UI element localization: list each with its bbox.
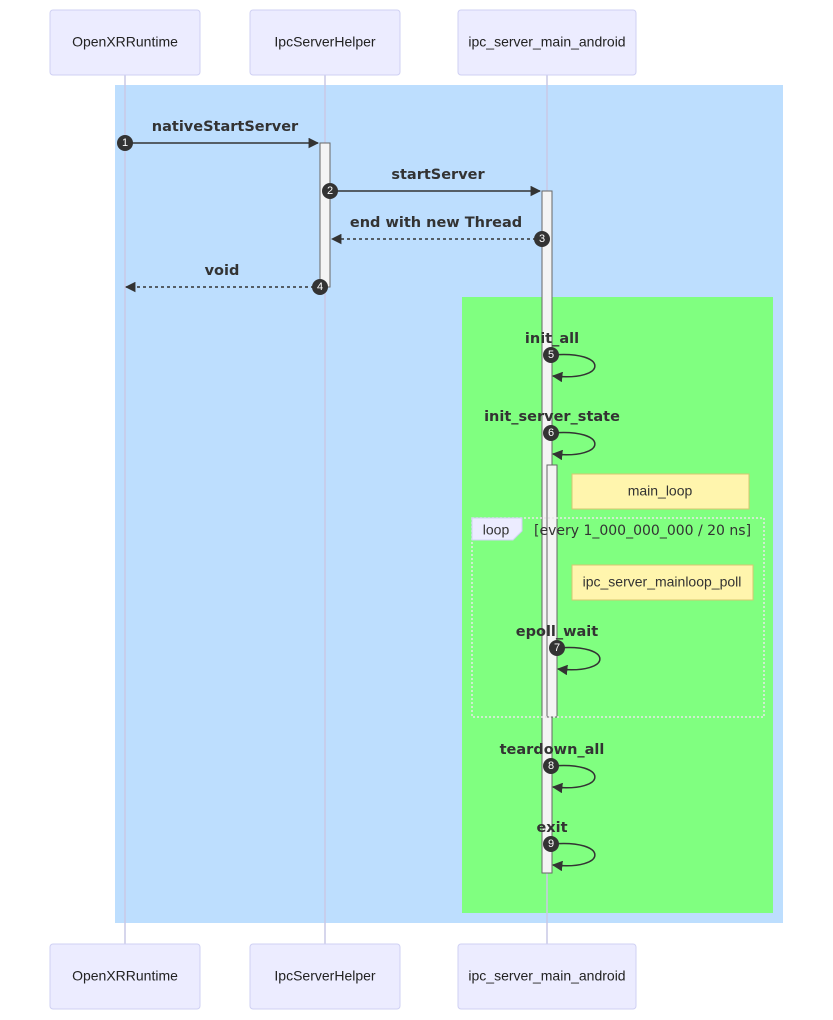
actor-label: ipc_server_main_android <box>468 968 625 984</box>
actor-helper-top[interactable]: IpcServerHelper <box>249 9 401 76</box>
message-1: nativeStartServer 1 <box>117 119 320 151</box>
message-2: startServer 2 <box>322 167 542 199</box>
message-6: init_server_state 6 <box>484 409 620 461</box>
actor-main-bottom[interactable]: ipc_server_main_android <box>457 943 637 1010</box>
message-9: exit 9 <box>536 820 596 872</box>
activation-main-loop <box>546 464 558 718</box>
message-label: init_server_state <box>484 409 620 425</box>
sequence-number: 3 <box>539 233 545 245</box>
message-5: init_all 5 <box>525 331 596 383</box>
sequence-number: 9 <box>548 838 554 850</box>
message-8: teardown_all 8 <box>500 742 605 794</box>
sequence-number: 4 <box>317 281 323 293</box>
actor-label: OpenXRRuntime <box>72 968 178 984</box>
actor-label: IpcServerHelper <box>274 968 375 984</box>
message-4: void 4 <box>124 263 328 295</box>
message-label: void <box>205 263 240 279</box>
message-label: end with new Thread <box>350 215 522 231</box>
actor-label: ipc_server_main_android <box>468 34 625 50</box>
inner-rect-region <box>462 297 773 913</box>
note-main-loop: main_loop <box>571 473 750 510</box>
sequence-number: 5 <box>548 349 554 361</box>
actor-helper-bottom[interactable]: IpcServerHelper <box>249 943 401 1010</box>
sequence-number: 1 <box>122 137 128 149</box>
message-label: startServer <box>391 167 485 183</box>
note-text: main_loop <box>628 483 693 499</box>
actor-main-top[interactable]: ipc_server_main_android <box>457 9 637 76</box>
message-label: epoll_wait <box>516 624 599 640</box>
actor-openxr-top[interactable]: OpenXRRuntime <box>49 9 201 76</box>
note-text: ipc_server_mainloop_poll <box>583 574 742 590</box>
sequence-number: 2 <box>327 185 333 197</box>
actor-label: OpenXRRuntime <box>72 34 178 50</box>
sequence-number: 7 <box>554 642 560 654</box>
message-label: teardown_all <box>500 742 605 758</box>
sequence-number: 6 <box>548 427 554 439</box>
message-label: nativeStartServer <box>152 119 299 135</box>
activation-helper <box>319 142 331 288</box>
sequence-number: 8 <box>548 760 554 772</box>
loop-tag: loop <box>483 522 510 538</box>
actor-label: IpcServerHelper <box>274 34 375 50</box>
loop-condition: [every 1_000_000_000 / 20 ns] <box>534 523 751 539</box>
message-label: exit <box>536 820 567 836</box>
loop-frame: loop [every 1_000_000_000 / 20 ns] <box>471 517 765 718</box>
message-label: init_all <box>525 331 579 347</box>
actor-openxr-bottom[interactable]: OpenXRRuntime <box>49 943 201 1010</box>
message-3: end with new Thread 3 <box>330 215 550 247</box>
note-poll: ipc_server_mainloop_poll <box>571 564 754 601</box>
message-7: epoll_wait 7 <box>516 624 601 676</box>
